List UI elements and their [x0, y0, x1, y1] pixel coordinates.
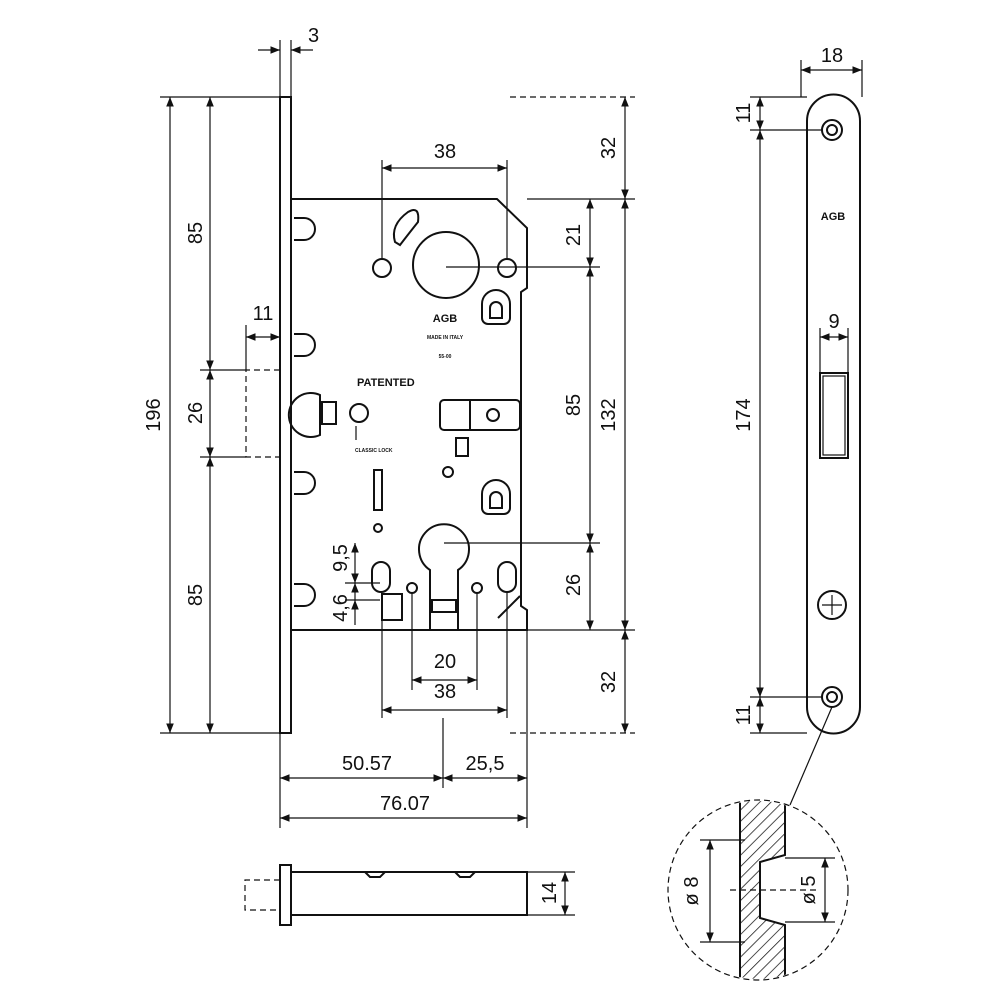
dimension-label: 26: [563, 574, 585, 596]
latch-cam-slot: [321, 401, 337, 425]
dimension-label: 85: [185, 222, 207, 244]
dimension-label: 11: [733, 103, 755, 124]
dimension-label: 196: [143, 398, 165, 431]
bottom-view: 14: [244, 864, 575, 926]
dimension-label: 20: [434, 651, 456, 673]
dimension-label: 26: [185, 402, 207, 424]
front-view: AGB MADE IN ITALY 55-00 PATENTED CLASSIC…: [245, 96, 528, 734]
dimension-label: 11: [253, 303, 274, 325]
dimension-label: ø 8: [681, 877, 703, 906]
slot: [392, 209, 420, 247]
dimension-label: 9: [828, 311, 839, 333]
brand-logo: AGB: [433, 313, 458, 325]
small-part: [455, 437, 469, 457]
clip: [381, 593, 403, 621]
classic-lock-label: CLASSIC LOCK: [355, 448, 393, 454]
faceplate-side: [279, 96, 292, 734]
model-label: 55-00: [439, 354, 452, 360]
screw-hole: [497, 258, 517, 278]
dimensions: 3 196 85 26 85 11 38 21 85 26 32 132 32 …: [143, 25, 635, 828]
oval-hole: [371, 561, 391, 593]
dimension-label: 85: [563, 394, 585, 416]
spring: [373, 469, 383, 511]
dimension-label: 25,5: [466, 753, 505, 775]
bolt-mechanism: [439, 399, 521, 431]
patented-label: PATENTED: [357, 377, 415, 389]
dimension-label: 38: [434, 141, 456, 163]
latch-outline: [245, 369, 280, 458]
stop-button: [481, 479, 511, 515]
latch-cam: [287, 392, 321, 438]
dimension-label: 3: [308, 25, 319, 47]
dimension-label: 14: [539, 882, 561, 904]
cylinder-hole: [418, 523, 470, 630]
stop-button: [481, 289, 511, 325]
dimension-label: 50.57: [342, 753, 392, 775]
dimension-label: 174: [733, 398, 755, 431]
dimension-label: 32: [598, 137, 620, 159]
spindle-hole: [412, 231, 480, 299]
screw: [817, 590, 847, 620]
dimension-label: 38: [434, 681, 456, 703]
dimension-label: 85: [185, 584, 207, 606]
lock-body: [291, 198, 528, 631]
faceplate-front-view: AGB 18 11 174 11 9: [733, 45, 863, 806]
faceplate-brand-logo: AGB: [821, 211, 846, 223]
dimension-label: 32: [598, 671, 620, 693]
dimension-label: 4,6: [330, 594, 352, 622]
dimension-label: 11: [733, 705, 755, 726]
dimension-label: 9,5: [330, 544, 352, 572]
body-tabs: [294, 217, 316, 607]
latch-slot: [819, 372, 849, 459]
dimension-label: 76.07: [380, 793, 430, 815]
dimension-label: ø 5: [798, 876, 820, 905]
dimension-label: 132: [598, 398, 620, 431]
oval-hole: [497, 561, 517, 593]
dimension-label: 18: [821, 45, 843, 67]
made-in-label: MADE IN ITALY: [427, 335, 464, 341]
dimension-label: 21: [563, 224, 585, 246]
countersink-detail: ø 8 ø 5: [667, 799, 849, 981]
indicator-hole: [349, 403, 369, 423]
screw-hole: [372, 258, 392, 278]
